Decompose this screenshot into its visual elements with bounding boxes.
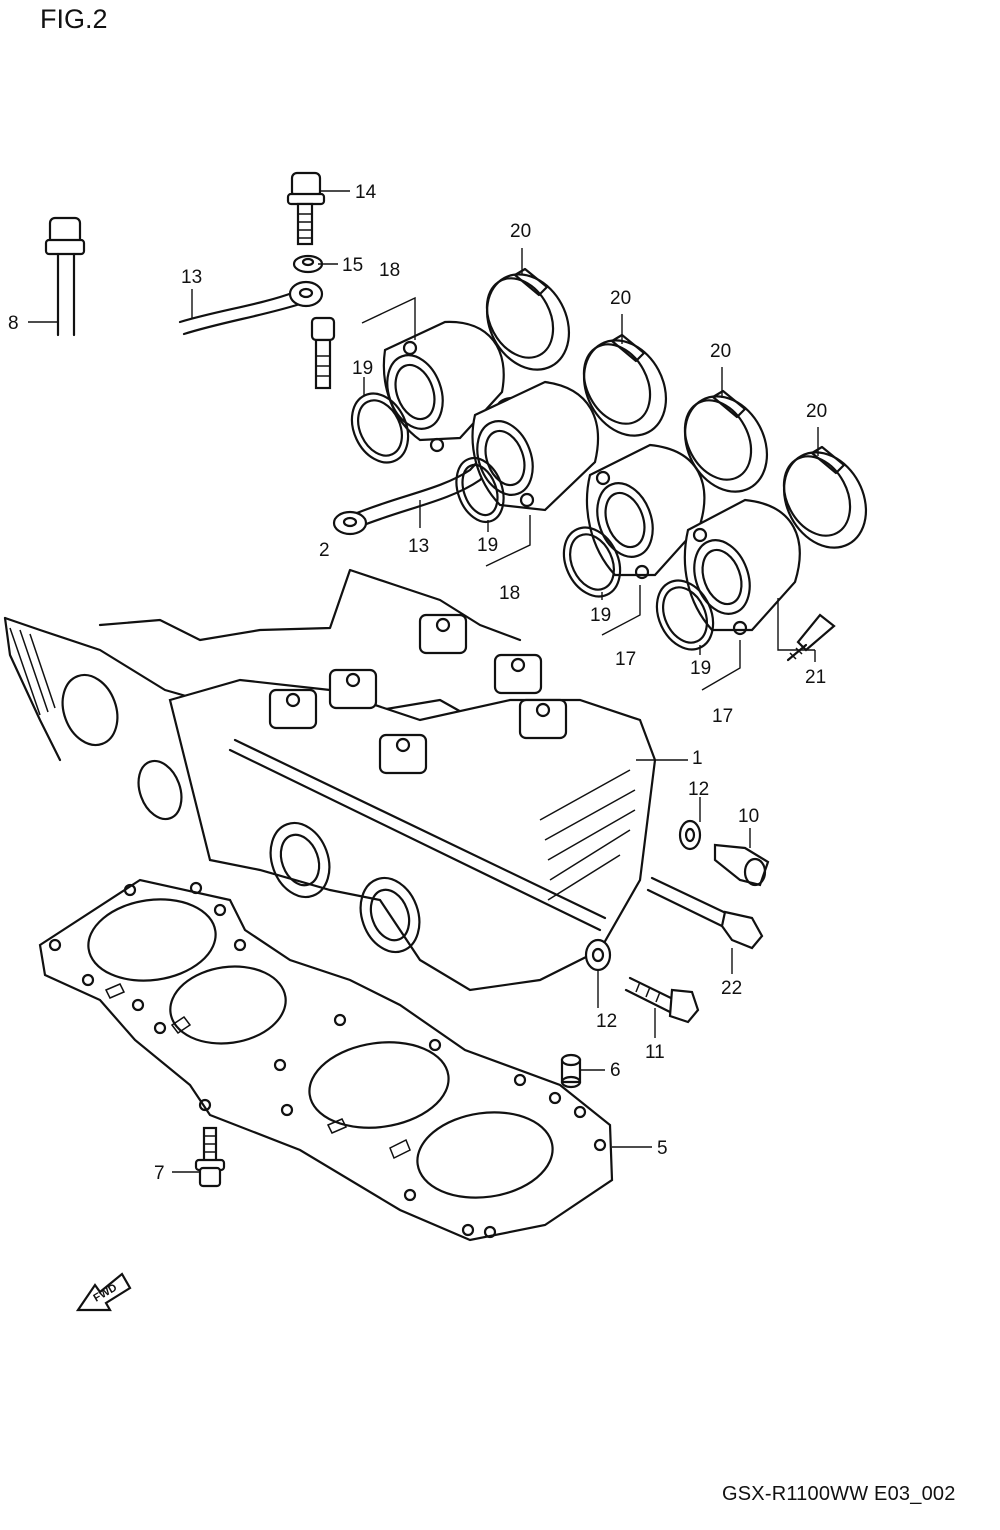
callout-numbers: 8 14 15 13 18 19 20 20 20 20 13 19 18 2 … xyxy=(8,182,827,1184)
part-19-o-ring-2 xyxy=(455,456,505,524)
part-19-o-ring-3 xyxy=(562,526,622,598)
callout-21: 21 xyxy=(805,667,826,688)
callout-17-upper: 17 xyxy=(615,649,636,670)
callout-12-upper: 12 xyxy=(688,779,709,800)
callout-20-2: 20 xyxy=(610,288,631,309)
part-17-intake-pipe-1 xyxy=(585,443,706,580)
callout-19-3: 19 xyxy=(590,605,611,626)
part-13-oil-hose-upper xyxy=(178,280,324,336)
part-22-bolt xyxy=(646,876,764,950)
callout-20-3: 20 xyxy=(710,341,731,362)
part-20-clamp-1 xyxy=(485,267,571,371)
callout-2: 2 xyxy=(319,540,330,561)
part-11-bolt xyxy=(624,976,700,1024)
diagram-reference-code: GSX-R1100WW E03_002 xyxy=(722,1483,956,1505)
callout-7: 7 xyxy=(154,1163,165,1184)
part-18-intake-pipe-2 xyxy=(471,380,599,512)
part-12-washer-lower xyxy=(584,938,612,972)
part-5-head-gasket xyxy=(38,878,614,1242)
oil-hose-bolt xyxy=(310,316,336,390)
callout-19-1: 19 xyxy=(352,358,373,379)
part-8-stud-bolt xyxy=(44,216,86,337)
callout-20-1: 20 xyxy=(510,221,531,242)
part-17-intake-pipe-2 xyxy=(683,498,801,636)
part-6-dowel-pin xyxy=(560,1053,582,1089)
callout-10: 10 xyxy=(738,806,759,827)
part-20-clamp-3 xyxy=(683,389,769,493)
part-15-washer xyxy=(292,254,324,274)
part-21-screw xyxy=(786,613,836,662)
figure-title: FIG.2 xyxy=(40,4,108,34)
part-14-bolt xyxy=(286,171,326,246)
part-20-clamp-4 xyxy=(782,445,868,549)
part-10-fitting xyxy=(713,843,770,887)
callout-17-lower: 17 xyxy=(712,706,733,727)
callout-13-lower: 13 xyxy=(408,536,429,557)
callout-19-2: 19 xyxy=(477,535,498,556)
callout-18-upper: 18 xyxy=(379,260,400,281)
part-18-intake-pipe-1 xyxy=(382,320,505,453)
callout-5: 5 xyxy=(657,1138,668,1159)
callout-18-lower: 18 xyxy=(499,583,520,604)
callout-leaders xyxy=(28,190,819,1173)
fwd-arrow-icon: FWD xyxy=(75,1272,132,1312)
callout-20-4: 20 xyxy=(806,401,827,422)
callout-11: 11 xyxy=(645,1042,665,1063)
callout-12-lower: 12 xyxy=(596,1011,617,1032)
callout-13-upper: 13 xyxy=(181,267,202,288)
callout-1: 1 xyxy=(692,748,703,769)
callout-22: 22 xyxy=(721,978,742,999)
callout-19-4: 19 xyxy=(690,658,711,679)
part-20-clamp-2 xyxy=(582,333,668,437)
part-12-washer-upper xyxy=(678,819,702,851)
part-1-cylinder-head xyxy=(61,613,657,992)
part-19-o-ring-1 xyxy=(350,392,410,464)
part-7-bolt xyxy=(194,1126,226,1188)
callout-8: 8 xyxy=(8,313,19,334)
callout-14: 14 xyxy=(355,182,377,203)
callout-6: 6 xyxy=(610,1060,621,1081)
callout-15: 15 xyxy=(342,255,363,276)
